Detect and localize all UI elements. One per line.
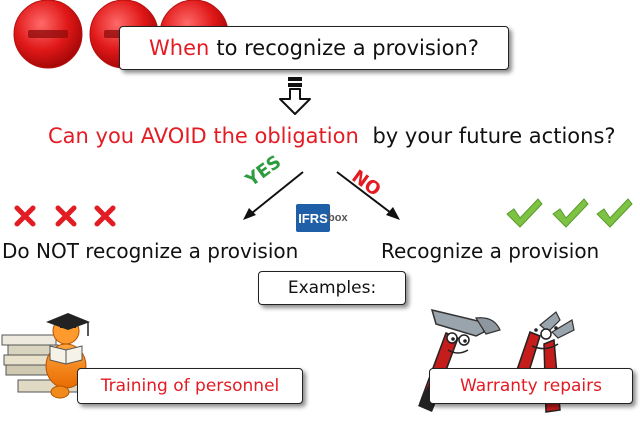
title-highlight: When (149, 36, 210, 60)
example-right: Warranty repairs (460, 376, 602, 396)
outcome-right: Recognize a provision (381, 239, 600, 263)
title-box: When to recognize a provision? (119, 26, 509, 70)
red-cross-icons (14, 205, 116, 227)
title-text: to recognize a provision? (216, 36, 479, 60)
question: Can you AVOID the obligation by your fut… (48, 124, 616, 148)
example-left-box: Training of personnel (77, 368, 303, 404)
ifrsbox-logo: IFRS box (296, 198, 348, 238)
graduate-reading-books-figure (1, 313, 90, 399)
example-left: Training of personnel (100, 376, 280, 396)
outcome-left: Do NOT recognize a provision (2, 239, 299, 263)
branch-arrows (243, 171, 400, 220)
green-check-icons (506, 198, 633, 228)
question-text: by your future actions? (372, 124, 616, 148)
examples-label: Examples: (287, 278, 377, 298)
example-right-box: Warranty repairs (429, 368, 633, 404)
examples-label-box: Examples: (258, 271, 406, 305)
logo-main: IFRS (296, 204, 330, 232)
hollow-down-arrow-icon (279, 77, 311, 115)
logo-sub: box (328, 212, 348, 224)
question-highlight: Can you AVOID the obligation (48, 124, 359, 148)
